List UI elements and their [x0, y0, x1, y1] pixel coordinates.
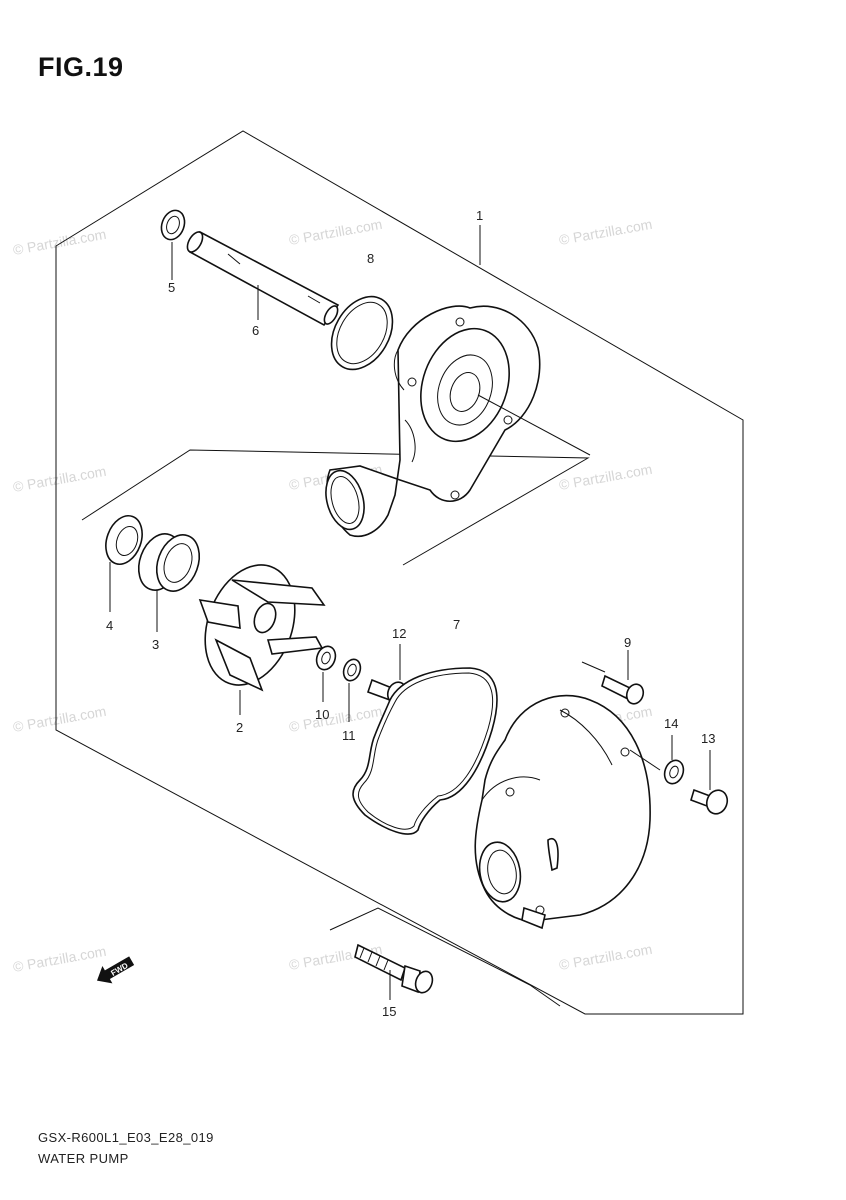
callout-6: 6 — [252, 323, 259, 338]
figure-code: GSX-R600L1_E03_E28_019 — [38, 1130, 214, 1145]
part-2-impeller — [198, 564, 326, 715]
callout-12: 12 — [392, 626, 406, 641]
part-8-oring — [330, 295, 394, 371]
callout-3: 3 — [152, 637, 159, 652]
pump-housing-upper — [325, 305, 591, 537]
watermark: © Partzilla.com — [288, 216, 384, 248]
figure-name: WATER PUMP — [38, 1151, 129, 1166]
part-15-bolt — [354, 943, 434, 1000]
part-5-oring — [160, 209, 186, 280]
part-3-mech-seal — [137, 533, 201, 632]
watermark: © Partzilla.com — [288, 703, 384, 735]
figure-title: FIG.19 — [38, 52, 124, 82]
callout-11: 11 — [342, 728, 356, 743]
watermark: © Partzilla.com — [558, 461, 654, 493]
bolt-group-frame — [329, 907, 561, 1007]
callout-15: 15 — [382, 1004, 396, 1019]
part-6-shaft — [186, 230, 340, 327]
pump-cover-lower — [474, 694, 661, 930]
part-7-gasket — [352, 667, 498, 835]
part-14-washer — [663, 735, 685, 785]
callout-1: 1 — [476, 208, 483, 223]
callout-10: 10 — [315, 707, 329, 722]
assembly-frame — [55, 130, 744, 1015]
watermark: © Partzilla.com — [12, 703, 108, 735]
part-10-washer — [315, 645, 337, 702]
watermark: © Partzilla.com — [12, 463, 108, 495]
callout-4: 4 — [106, 618, 113, 633]
housing-group-frame — [81, 449, 590, 566]
watermark: © Partzilla.com — [12, 226, 108, 258]
part-4-seal — [105, 514, 143, 612]
callout-8: 8 — [367, 251, 374, 266]
part-9-bolt — [581, 650, 645, 705]
callouts: 1 2 3 4 5 6 7 8 9 10 11 12 13 14 15 — [106, 208, 715, 1019]
callout-13: 13 — [701, 731, 715, 746]
watermark: © Partzilla.com — [558, 941, 654, 973]
part-11-washer — [342, 658, 362, 722]
callout-2: 2 — [236, 720, 243, 735]
callout-5: 5 — [168, 280, 175, 295]
part-13-bolt — [690, 750, 729, 815]
callout-14: 14 — [664, 716, 678, 731]
callout-9: 9 — [624, 635, 631, 650]
watermark: © Partzilla.com — [558, 216, 654, 248]
callout-7: 7 — [453, 617, 460, 632]
watermark: © Partzilla.com — [12, 943, 108, 975]
part-7-gasket-inner — [358, 672, 494, 830]
